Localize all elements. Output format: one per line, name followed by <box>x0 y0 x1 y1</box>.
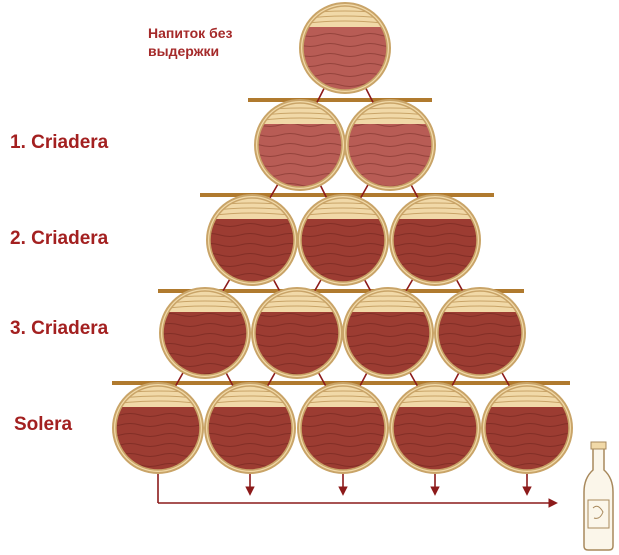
criadera-2-label: 2. Criadera <box>10 228 108 250</box>
unaged-label: Напиток без выдержки <box>148 24 258 60</box>
barrels-group <box>113 3 572 497</box>
solera-label: Solera <box>14 414 72 436</box>
criadera-1-label: 1. Criadera <box>10 132 108 154</box>
bottle-icon <box>584 442 613 550</box>
criadera-3-label: 3. Criadera <box>10 318 108 340</box>
